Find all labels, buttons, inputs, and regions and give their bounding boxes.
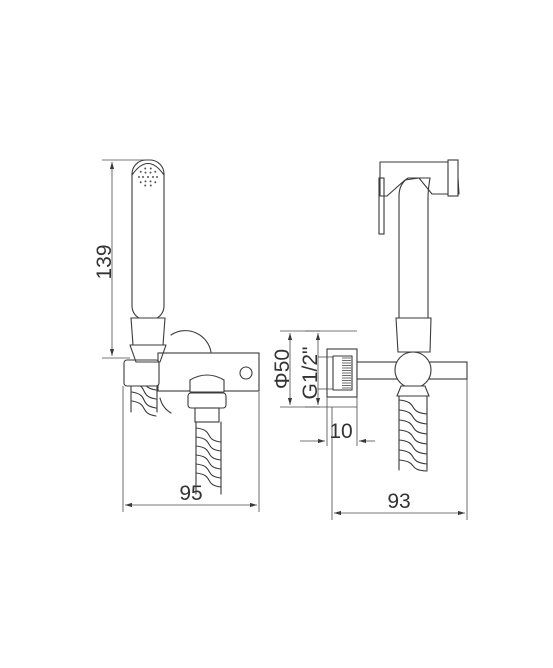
dim-phi50-label: Φ50	[271, 349, 294, 389]
dim-95: 95	[122, 386, 260, 512]
nozzle-hole	[138, 176, 140, 178]
hose-down	[195, 421, 222, 495]
nozzle-hole	[154, 170, 157, 173]
front-view	[123, 159, 260, 495]
dim-139-label: 139	[93, 244, 116, 279]
dim-10-label: 10	[329, 420, 352, 443]
nozzle-hole	[144, 180, 147, 183]
nozzle-hole	[149, 167, 152, 170]
dim-93-label: 93	[387, 490, 410, 513]
nozzle-hole	[144, 167, 147, 170]
handset-profile	[398, 177, 431, 319]
nozzle-hole	[144, 171, 147, 174]
nozzle-hole	[142, 176, 144, 178]
dim-95-label: 95	[179, 482, 202, 505]
handset-grip	[130, 317, 166, 346]
wall-disc	[170, 330, 212, 353]
nozzle-hole	[149, 184, 152, 187]
nozzle-hole	[149, 171, 152, 174]
hose-right	[398, 391, 428, 472]
nozzle-hole	[144, 184, 147, 187]
nozzle-hole	[156, 176, 158, 178]
valve-knob	[394, 351, 432, 389]
dim-139: 139	[93, 159, 152, 359]
dim-g12-label: G1/2"	[299, 347, 322, 400]
dim-93: 93	[331, 379, 468, 520]
nozzle-hole	[139, 181, 142, 184]
valve-body	[189, 374, 225, 393]
bracket-hole	[239, 366, 253, 380]
dim-g12: G1/2"	[299, 330, 357, 408]
side-view	[326, 159, 468, 472]
nozzle-hole	[139, 170, 142, 173]
spray-nozzle	[138, 167, 158, 187]
dim-10: 10	[300, 397, 375, 446]
nozzle-hole	[149, 180, 152, 183]
thread-hatching	[342, 357, 351, 389]
nozzle-hole	[147, 176, 149, 178]
handset-body	[131, 159, 165, 321]
nozzle-hole	[152, 176, 154, 178]
nozzle-hole	[154, 181, 157, 184]
